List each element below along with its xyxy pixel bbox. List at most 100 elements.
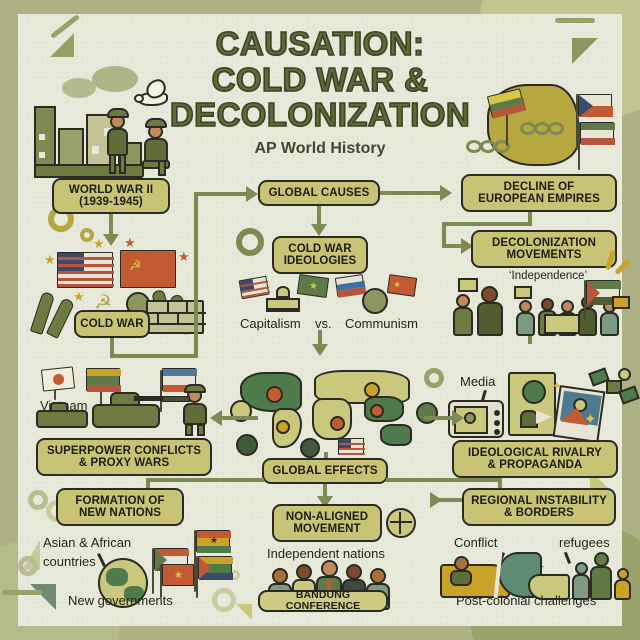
box-ideological-rivalry[interactable]: IDEOLOGICAL RIVALRY & PROPAGANDA — [452, 440, 618, 478]
label-independence: ‘Independence’ — [509, 270, 588, 282]
title-line-2: COLD WAR & — [211, 60, 429, 98]
label-communism: Communism — [345, 316, 418, 331]
star-icon-2: ★ — [44, 252, 56, 267]
box-global-effects-label: GLOBAL EFFECTS — [272, 464, 378, 477]
connector-effects-right — [386, 478, 502, 482]
star-icon-1: ★ — [93, 236, 105, 251]
connector-map-to-propaganda — [424, 416, 458, 420]
soldier-icon-proxy — [182, 384, 208, 436]
box-bandung-label: BANDUNG CONFERENCE — [285, 588, 361, 612]
map-pin-icon-4 — [330, 416, 345, 431]
map-pin-icon-2 — [364, 382, 380, 398]
broken-chain-icon-1 — [466, 140, 520, 154]
box-cold-war-label: COLD WAR — [80, 317, 144, 330]
box-global-causes-label: GLOBAL CAUSES — [268, 186, 370, 199]
usa-flag-map-icon — [338, 438, 365, 455]
flag-pole-n3 — [160, 564, 163, 598]
flag-pole-n2 — [194, 530, 197, 592]
flag-pole-2 — [576, 94, 579, 150]
myanmar-flag-icon — [86, 368, 121, 392]
box-superpower-line2: & PROXY WARS — [78, 457, 170, 469]
box-non-aligned-line1: NON-ALIGNED — [285, 510, 369, 523]
box-formation-new-nations[interactable]: FORMATION OF NEW NATIONS — [56, 488, 184, 526]
tank-icon-large — [92, 404, 160, 428]
accent-triangle-center — [236, 604, 252, 620]
box-decline-european-empires[interactable]: DECLINE OF EUROPEAN EMPIRES — [461, 174, 617, 212]
arrowhead-to-global-causes — [246, 186, 258, 202]
tank-cannon — [134, 396, 168, 401]
decor-dash-topright — [555, 18, 595, 23]
capitol-building-icon — [266, 286, 300, 312]
box-decline-line2: EUROPEAN EMPIRES — [478, 193, 600, 205]
label-independent-nations: Independent nations — [267, 546, 385, 561]
box-cold-war[interactable]: COLD WAR — [74, 310, 150, 338]
connector-globalcauses-right — [380, 191, 442, 195]
page-title: CAUSATION: COLD WAR & DECOLONIZATION AP … — [0, 25, 640, 158]
box-non-aligned-movement[interactable]: NON-ALIGNED MOVEMENT — [272, 504, 382, 542]
propaganda-poster-icon — [508, 372, 556, 436]
connector-decline-left — [442, 222, 532, 226]
box-decolonization-movements[interactable]: DECOLONIZATION MOVEMENTS — [471, 230, 617, 268]
connector-coldwar-to-globalcauses — [194, 192, 250, 196]
box-bandung-conference[interactable]: BANDUNG CONFERENCE — [258, 588, 388, 612]
tank-icon-small-turret — [50, 402, 68, 412]
arrowhead-to-worldmap — [312, 344, 328, 356]
box-regional-instability[interactable]: REGIONAL INSTABILITY & BORDERS — [462, 488, 616, 526]
decor-dash-left — [2, 590, 42, 595]
label-media: Media — [460, 374, 496, 389]
globe-icon-ideologies — [362, 288, 388, 314]
box-decolonization-line2: MOVEMENTS — [506, 249, 582, 261]
box-rivalry-line1: IDEOLOGICAL RIVALRY — [468, 446, 602, 459]
connector-effects-left — [146, 478, 264, 482]
world-map-icon — [230, 368, 438, 458]
label-post-colonial-challenges: Post-colonial challenges — [456, 593, 597, 608]
czech-flag-icon — [578, 94, 613, 117]
flag-pole-1 — [506, 92, 509, 146]
kuwait-flag-icon — [580, 122, 615, 145]
box-superpower-conflicts[interactable]: SUPERPOWER CONFLICTS & PROXY WARS — [36, 438, 212, 476]
box-regional-line1: REGIONAL INSTABILITY — [471, 494, 607, 507]
connector-ideologies-down — [318, 330, 322, 346]
tank-icon-small — [36, 410, 88, 428]
box-ideologies-line2: IDEOLOGIES — [283, 255, 357, 267]
star-icon-5: ★ — [73, 289, 85, 304]
korea-flag-icon — [40, 366, 76, 392]
box-non-aligned-line2: MOVEMENT — [293, 523, 361, 535]
decor-ring-bottomleft2 — [28, 490, 48, 510]
connector-effects-down — [323, 484, 327, 498]
box-global-effects[interactable]: GLOBAL EFFECTS — [262, 458, 388, 484]
displaced-person-icon — [450, 556, 476, 590]
connector-globalcauses-down — [317, 206, 321, 226]
star-icon-4: ★ — [178, 249, 190, 264]
arrowhead-to-ideologies — [311, 224, 327, 236]
box-cold-war-ideologies[interactable]: COLD WAR IDEOLOGIES — [272, 236, 368, 274]
globe-icon-non-aligned — [386, 508, 416, 538]
gear-icon-left-small — [80, 228, 94, 242]
broken-chain-icon-2 — [520, 122, 574, 136]
connector-decol-down — [528, 336, 532, 344]
palestine-flag-icon — [586, 280, 621, 305]
box-world-war-2-line1: WORLD WAR II — [68, 183, 154, 196]
flag-pole-cuba — [160, 370, 163, 412]
box-global-causes[interactable]: GLOBAL CAUSES — [258, 180, 380, 206]
box-new-nations-line1: FORMATION OF — [75, 494, 165, 507]
label-capitalism: Capitalism — [240, 316, 301, 331]
connector-decline-right — [442, 244, 464, 248]
map-pin-icon-1 — [266, 386, 283, 403]
arrowhead-to-proxy-wars — [210, 410, 222, 426]
box-world-war-2[interactable]: WORLD WAR II (1939-1945) — [52, 178, 170, 214]
label-asian-african-l1: Asian & African — [43, 535, 132, 550]
node-icon-screen — [300, 438, 320, 458]
gear-icon-bottom — [18, 556, 38, 576]
label-conflict: Conflict — [454, 535, 498, 550]
arrowhead-to-propaganda — [452, 410, 464, 426]
node-icon-flag — [416, 402, 438, 424]
box-rivalry-line2: & PROPAGANDA — [487, 459, 583, 471]
soldier-icon-kneeling — [140, 118, 174, 176]
map-pin-icon-5 — [370, 404, 384, 418]
box-new-nations-line2: NEW NATIONS — [78, 507, 162, 519]
arrowhead-to-regional-instability — [430, 492, 442, 508]
connector-coldwar-up — [194, 192, 198, 358]
arrowhead-to-decolonization — [461, 238, 473, 254]
ussr-flag-icon: ☭ — [120, 250, 176, 288]
